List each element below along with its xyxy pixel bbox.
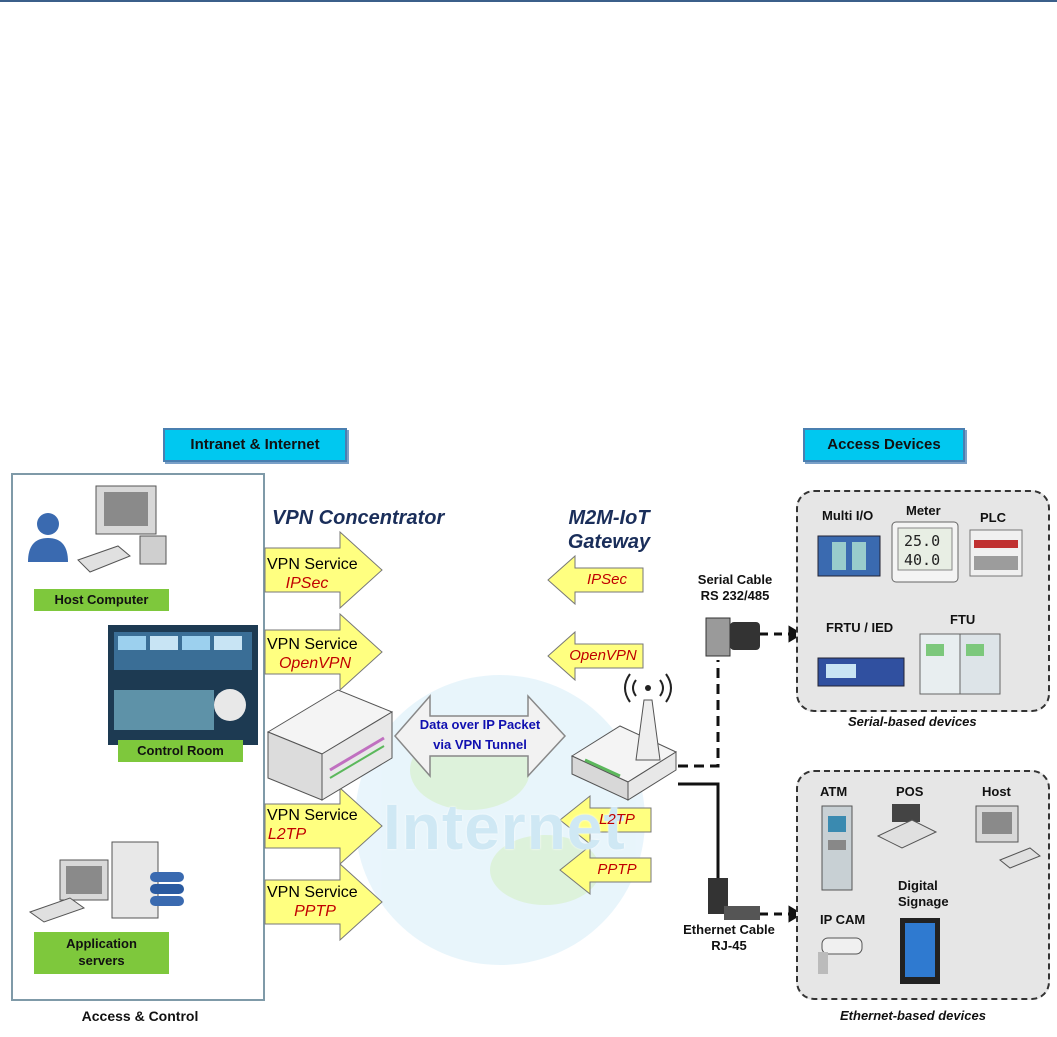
serial-cable-line1: Serial Cable [697, 572, 773, 587]
gateway-protocol-l2tp: L2TP [599, 811, 635, 828]
pos-icon [876, 804, 938, 849]
ip-camera-icon [818, 937, 863, 974]
serial-connector-icon [705, 617, 760, 657]
gateway-title: M2M-IoT Gateway [554, 506, 664, 554]
pos-label: POS [896, 784, 924, 799]
vpn-service-openvpn: VPN Service OpenVPN [267, 635, 377, 673]
vpn-protocol-l2tp: L2TP [267, 826, 307, 843]
application-servers-line1: Application [66, 936, 137, 951]
gateway-protocol-arrows [547, 554, 652, 896]
host-computer-icon [975, 805, 1041, 869]
application-server-icon [28, 841, 184, 923]
frtu-icon [817, 657, 905, 687]
vpn-service-pptp: VPN Service PPTP [267, 883, 377, 921]
access-devices-header: Access Devices [803, 428, 965, 462]
meter-icon: 25.0 40.0 [891, 521, 959, 583]
digital-signage-line1: Digital [898, 878, 938, 893]
vpn-protocol-openvpn: OpenVPN [278, 655, 352, 672]
access-control-caption: Access & Control [81, 1008, 199, 1024]
digital-signage-label: Digital Signage [898, 878, 949, 910]
intranet-internet-header: Intranet & Internet [163, 428, 347, 462]
atm-icon [821, 805, 853, 891]
tunnel-label-line2: via VPN Tunnel [433, 737, 527, 752]
host-computer-label: Host Computer [34, 589, 169, 611]
plc-label: PLC [980, 510, 1006, 525]
desktop-computer-icon [77, 485, 167, 573]
plc-icon [969, 529, 1023, 577]
tunnel-label-line1: Data over IP Packet [419, 717, 541, 732]
serial-cable-label: Serial Cable RS 232/485 [680, 572, 790, 604]
ethernet-cable-label: Ethernet Cable RJ-45 [664, 922, 794, 954]
atm-label: ATM [820, 784, 848, 799]
multi-io-icon [817, 535, 881, 577]
serial-cable-line2: RS 232/485 [700, 588, 770, 603]
top-rule [0, 0, 1057, 2]
gateway-device [570, 673, 678, 801]
user-icon [28, 513, 68, 562]
ftu-label: FTU [950, 612, 976, 627]
vpn-service-l2tp: VPN Service L2TP [267, 806, 377, 844]
ethernet-devices-caption: Ethernet-based devices [840, 1008, 986, 1023]
host-label: Host [982, 784, 1011, 799]
gateway-title-line1: M2M-IoT [568, 507, 650, 529]
gateway-protocol-openvpn: OpenVPN [569, 647, 637, 664]
gateway-protocol-ipsec: IPSec [586, 571, 628, 588]
vpn-service-label: VPN Service [267, 884, 358, 901]
multi-io-label: Multi I/O [822, 508, 874, 523]
control-room-image [108, 625, 258, 745]
ip-cam-label: IP CAM [820, 912, 866, 927]
ethernet-connector-icon [708, 878, 760, 920]
vpn-service-label: VPN Service [267, 807, 358, 824]
meter-label: Meter [906, 503, 941, 518]
ethernet-cable-line2: RJ-45 [711, 938, 747, 953]
gateway-title-line2: Gateway [567, 531, 651, 553]
internet-watermark: Internet [383, 791, 626, 863]
meter-reading-1: 25.0 [904, 532, 940, 550]
vpn-tunnel-arrow [394, 694, 567, 778]
serial-cable-line [678, 625, 803, 768]
ethernet-cable-line [678, 782, 803, 923]
gateway-protocol-pptp: PPTP [597, 861, 637, 878]
application-servers-line2: servers [78, 953, 125, 968]
digital-signage-line2: Signage [898, 894, 949, 909]
vpn-service-label: VPN Service [267, 556, 358, 573]
serial-devices-caption: Serial-based devices [848, 714, 977, 729]
vpn-protocol-ipsec: IPSec [285, 575, 329, 592]
tunnel-label: Data over IP Packet via VPN Tunnel [400, 715, 560, 755]
vpn-service-label: VPN Service [267, 636, 358, 653]
ethernet-cable-line1: Ethernet Cable [683, 922, 775, 937]
vpn-service-ipsec: VPN Service IPSec [267, 555, 377, 593]
digital-signage-icon [900, 918, 940, 984]
meter-reading-2: 40.0 [904, 551, 940, 569]
vpn-concentrator-device [266, 689, 394, 801]
vpn-service-arrows [264, 530, 383, 942]
ftu-icon [919, 633, 1001, 695]
vpn-concentrator-title: VPN Concentrator [272, 507, 445, 529]
application-servers-label: Application servers [34, 932, 169, 974]
vpn-protocol-pptp: PPTP [294, 903, 336, 920]
control-room-label: Control Room [118, 740, 243, 762]
frtu-ied-label: FRTU / IED [826, 620, 894, 635]
